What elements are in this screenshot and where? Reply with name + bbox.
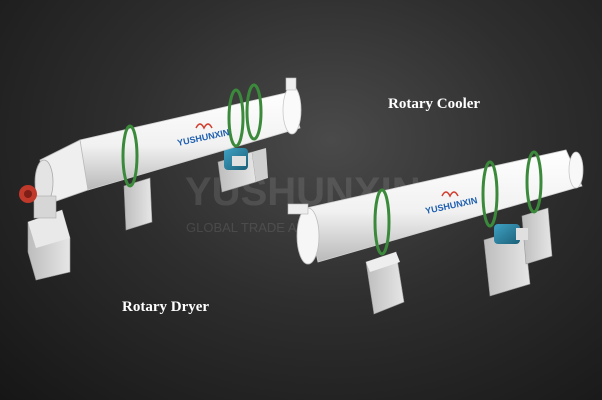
cooler-motor: [494, 224, 528, 244]
cooler-base-right: [521, 207, 553, 265]
cooler-base-left: [365, 251, 405, 315]
rotary-dryer-label: Rotary Dryer: [122, 299, 210, 315]
dryer-end-flange: [282, 85, 302, 135]
dryer-ring-1: [121, 124, 139, 188]
cooler-ring-3: [525, 150, 543, 214]
cooler-ring-1: [373, 188, 391, 256]
dryer-ring-3: [245, 83, 263, 141]
dryer-burner: [19, 185, 37, 203]
rotary-dryer: YUSHUNXIN: [19, 77, 302, 281]
dryer-base-mid: [123, 177, 153, 231]
dryer-feed-hood: [33, 139, 89, 219]
dryer-motor: [224, 148, 248, 170]
cooler-ring-2: [481, 160, 499, 228]
rotary-cooler-label: Rotary Cooler: [388, 96, 481, 112]
dryer-base-left: [27, 209, 71, 281]
cooler-outlet-end: [568, 151, 584, 189]
dryer-ring-2: [227, 88, 245, 148]
rotary-cooler: YUSHUNXIN: [287, 149, 584, 315]
cooler-inlet-end: [296, 207, 320, 265]
